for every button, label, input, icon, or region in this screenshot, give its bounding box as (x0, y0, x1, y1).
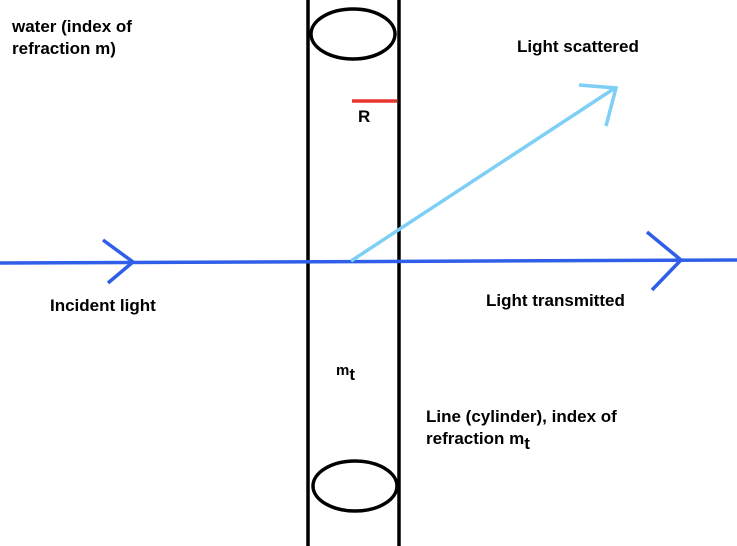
cylinder-label-line2: refraction mt (426, 428, 617, 453)
scattered-label: Light scattered (517, 37, 639, 56)
water-label-line2: refraction m) (12, 39, 116, 58)
cylinder-label-line2-subscript: t (524, 434, 530, 453)
cylinder-bottom-ellipse (311, 459, 399, 513)
scattered-ray (350, 86, 616, 263)
incident-ray (0, 258, 737, 265)
scattered-arrowhead (578, 83, 619, 127)
incident-arrowhead (101, 238, 136, 285)
cylinder-index-symbol: mt (336, 359, 356, 384)
mt-symbol: m (336, 362, 350, 379)
cylinder-label-line1: Line (cylinder), index of (426, 407, 617, 426)
cylinder-label-line2-text: refraction m (426, 429, 525, 448)
transmitted-label: Light transmitted (486, 291, 625, 310)
cylinder-label: Line (cylinder), index of refraction mt (426, 406, 617, 453)
water-label-line1: water (index of (12, 17, 132, 36)
incident-label: Incident light (50, 296, 156, 315)
radius-label: R (358, 107, 371, 126)
cylinder-top-ellipse (309, 7, 397, 61)
water-label: water (index of refraction m) (12, 16, 132, 60)
transmitted-arrowhead (645, 230, 684, 292)
mt-subscript: t (349, 365, 356, 384)
